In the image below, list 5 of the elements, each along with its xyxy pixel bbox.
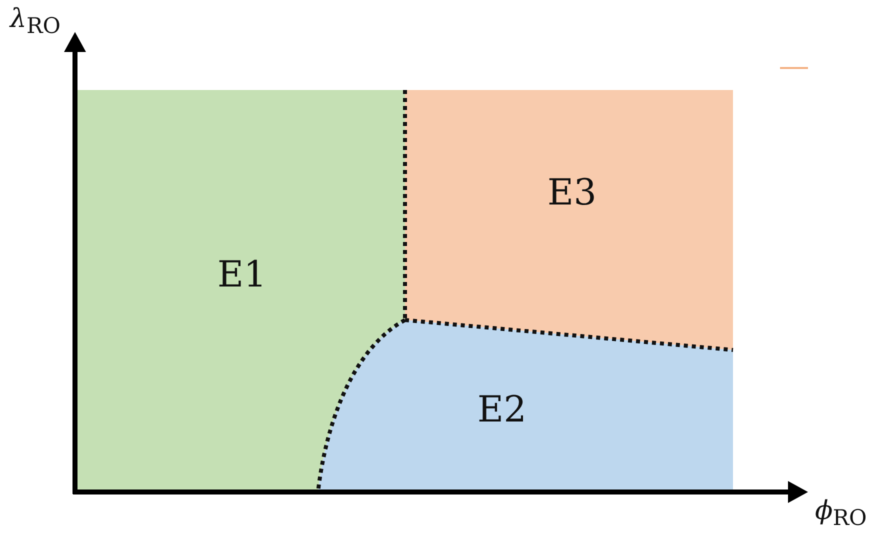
axis-label: λ$_{RO}$ xyxy=(10,4,61,40)
region-label: E3 xyxy=(547,172,597,214)
region-label: E2 xyxy=(477,390,527,430)
axis-label: ϕ$_{RO}$ xyxy=(815,496,867,532)
region-label: E1 xyxy=(217,254,267,296)
